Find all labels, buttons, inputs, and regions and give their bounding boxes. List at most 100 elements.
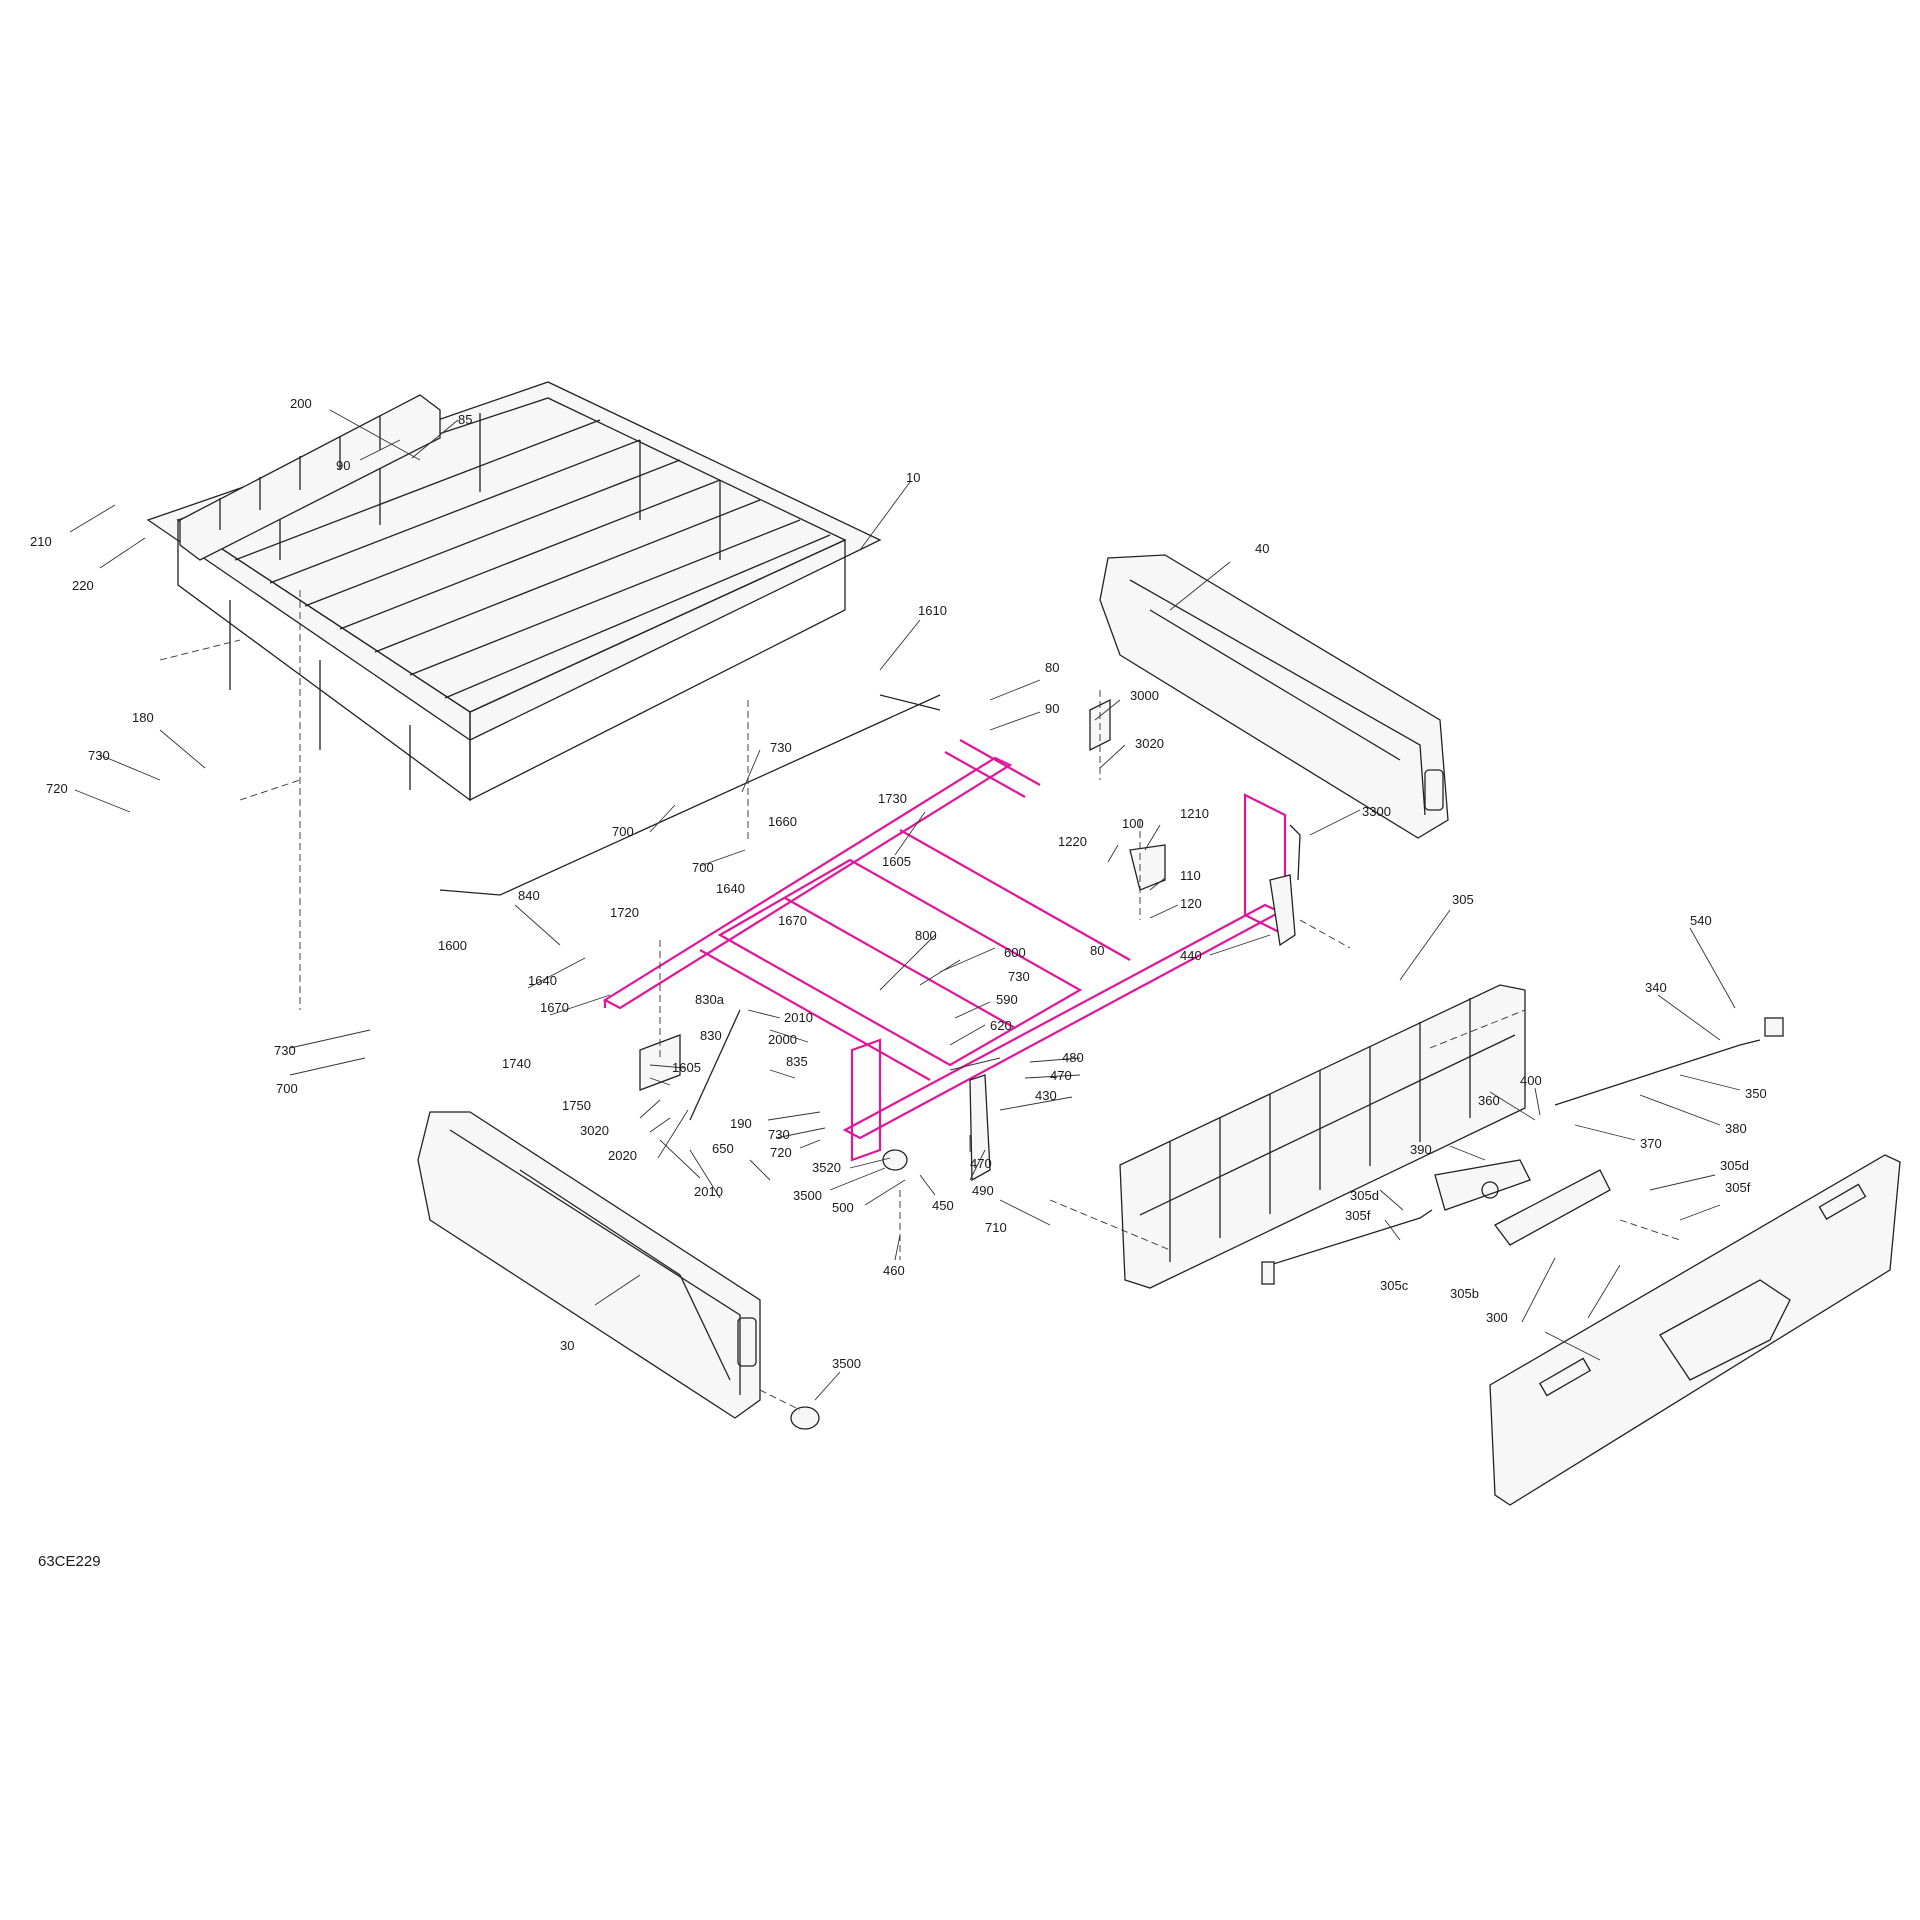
- callout-340: 340: [1645, 980, 1667, 995]
- callout-40: 40: [1255, 541, 1269, 556]
- callout-710: 710: [985, 1220, 1007, 1235]
- callout-600: 600: [1004, 945, 1026, 960]
- callout-470: 470: [1050, 1068, 1072, 1083]
- callout-730: 730: [1008, 969, 1030, 984]
- callout-305d: 305d: [1720, 1158, 1749, 1173]
- callout-390: 390: [1410, 1142, 1432, 1157]
- left-side-panel-part: [417, 1111, 761, 1419]
- callout-1730: 1730: [878, 791, 907, 806]
- callout-730: 730: [274, 1043, 296, 1058]
- callout-1220: 1220: [1058, 834, 1087, 849]
- callout-1720: 1720: [610, 905, 639, 920]
- callout-370: 370: [1640, 1136, 1662, 1151]
- callout-700: 700: [612, 824, 634, 839]
- callout-830: 830: [700, 1028, 722, 1043]
- callout-3020: 3020: [1135, 736, 1164, 751]
- callout-835: 835: [786, 1054, 808, 1069]
- callout-800: 800: [915, 928, 937, 943]
- callout-700: 700: [692, 860, 714, 875]
- callout-470: 470: [970, 1156, 992, 1171]
- callout-100: 100: [1122, 816, 1144, 831]
- callout-305f: 305f: [1345, 1208, 1371, 1223]
- callout-210: 210: [30, 534, 52, 549]
- callout-650: 650: [712, 1141, 734, 1156]
- callout-1605: 1605: [672, 1060, 701, 1075]
- callout-1740: 1740: [502, 1056, 531, 1071]
- callout-620: 620: [990, 1018, 1012, 1033]
- callout-200: 200: [290, 396, 312, 411]
- diagram-code: 63CE229: [38, 1553, 101, 1570]
- callout-190: 190: [730, 1116, 752, 1131]
- callout-305b: 305b: [1450, 1286, 1479, 1301]
- callout-10: 10: [906, 470, 920, 485]
- callout-380: 380: [1725, 1121, 1747, 1136]
- callout-3300: 3300: [1362, 804, 1391, 819]
- callout-180: 180: [132, 710, 154, 725]
- cargo-box-part: [146, 381, 882, 802]
- callout-3500: 3500: [832, 1356, 861, 1371]
- hardware-parts: [439, 694, 1784, 1430]
- callout-720: 720: [46, 781, 68, 796]
- callout-400: 400: [1520, 1073, 1542, 1088]
- callout-1660: 1660: [768, 814, 797, 829]
- callout-90: 90: [1045, 701, 1059, 716]
- callout-2020: 2020: [608, 1148, 637, 1163]
- callout-430: 430: [1035, 1088, 1057, 1103]
- callout-305c: 305c: [1380, 1278, 1409, 1293]
- callout-1605: 1605: [882, 854, 911, 869]
- callout-3520: 3520: [812, 1160, 841, 1175]
- callout-110: 110: [1180, 868, 1201, 883]
- callout-1640: 1640: [528, 973, 557, 988]
- callout-450: 450: [932, 1198, 954, 1213]
- leader-lines: [69, 409, 1741, 1401]
- callout-440: 440: [1180, 948, 1202, 963]
- callout-1600: 1600: [438, 938, 467, 953]
- callout-80: 80: [1090, 943, 1104, 958]
- callout-830a: 830a: [695, 992, 725, 1007]
- callout-2000: 2000: [768, 1032, 797, 1047]
- callout-1610: 1610: [918, 603, 947, 618]
- callout-305: 305: [1452, 892, 1474, 907]
- callout-220: 220: [72, 578, 94, 593]
- callout-1640: 1640: [716, 881, 745, 896]
- callout-500: 500: [832, 1200, 854, 1215]
- callout-720: 720: [770, 1145, 792, 1160]
- callout-300: 300: [1486, 1310, 1508, 1325]
- callout-730: 730: [768, 1127, 790, 1142]
- callout-305d: 305d: [1350, 1188, 1379, 1203]
- callout-480: 480: [1062, 1050, 1084, 1065]
- callout-120: 120: [1180, 896, 1202, 911]
- callout-730: 730: [770, 740, 792, 755]
- assembly-lines: [159, 590, 1681, 1411]
- callout-labels: 10 30 40 80 80 85 90 90 100 110 120 180 …: [30, 396, 1767, 1570]
- callout-590: 590: [996, 992, 1018, 1007]
- callout-85: 85: [458, 412, 472, 427]
- tailgate-cover-part: [1489, 1154, 1901, 1506]
- callout-2010: 2010: [694, 1184, 723, 1199]
- latch-assembly-part: [1434, 1159, 1611, 1246]
- callout-1670: 1670: [540, 1000, 569, 1015]
- callout-3500: 3500: [793, 1188, 822, 1203]
- callout-1750: 1750: [562, 1098, 591, 1113]
- callout-80: 80: [1045, 660, 1059, 675]
- callout-730: 730: [88, 748, 110, 763]
- callout-30: 30: [560, 1338, 574, 1353]
- callout-840: 840: [518, 888, 540, 903]
- callout-90: 90: [336, 458, 350, 473]
- front-panel-part: [179, 394, 441, 561]
- callout-1210: 1210: [1180, 806, 1209, 821]
- tailgate-structure-part: [1119, 984, 1526, 1289]
- right-side-panel-part: [1099, 554, 1449, 839]
- callout-360: 360: [1478, 1093, 1500, 1108]
- callout-3000: 3000: [1130, 688, 1159, 703]
- callout-350: 350: [1745, 1086, 1767, 1101]
- callout-490: 490: [972, 1183, 994, 1198]
- callout-305f: 305f: [1725, 1180, 1751, 1195]
- callout-3020: 3020: [580, 1123, 609, 1138]
- callout-1670: 1670: [778, 913, 807, 928]
- callout-700: 700: [276, 1081, 298, 1096]
- callout-460: 460: [883, 1263, 905, 1278]
- callout-2010: 2010: [784, 1010, 813, 1025]
- callout-540: 540: [1690, 913, 1712, 928]
